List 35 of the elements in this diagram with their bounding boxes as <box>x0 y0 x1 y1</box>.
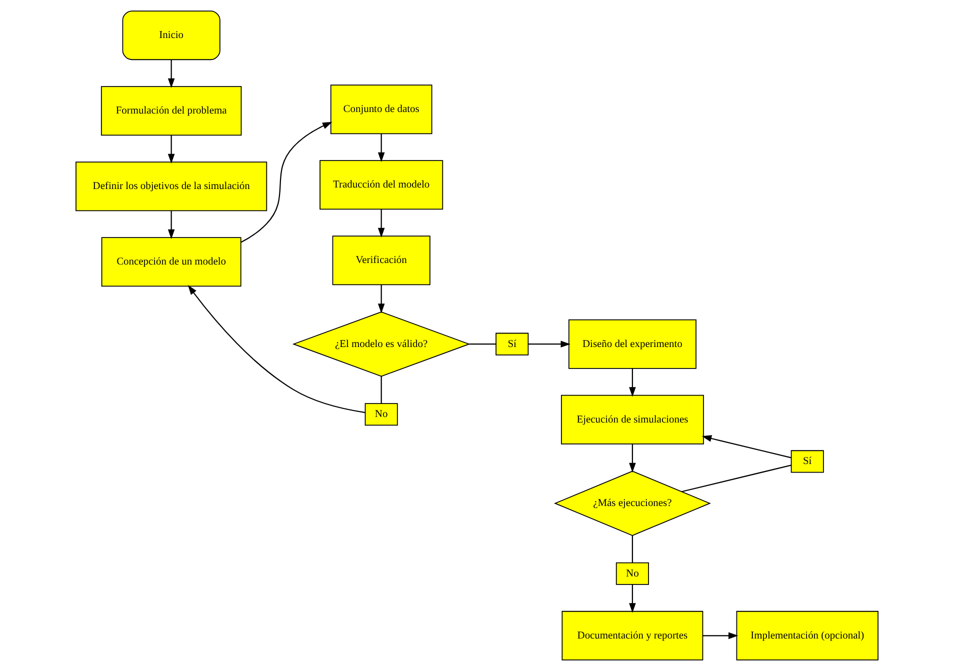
arrow <box>629 584 636 613</box>
arrow <box>378 284 385 314</box>
connector <box>469 344 496 345</box>
node-box: Diseño del experimento <box>568 319 696 369</box>
arrow <box>528 340 570 348</box>
node-box: Sí <box>496 332 529 356</box>
connector <box>380 376 382 404</box>
node-box: Sí <box>790 450 824 473</box>
node-box: Inicio <box>122 10 220 60</box>
arrow <box>188 284 366 414</box>
node-box: Documentación y reportes <box>562 610 704 660</box>
arrow <box>629 368 636 397</box>
arrow <box>240 122 332 243</box>
connector <box>682 464 792 492</box>
node-diamond: ¿Más ejecuciones? <box>554 470 711 536</box>
connector <box>632 536 633 563</box>
node-box: Implementación (opcional) <box>736 610 878 660</box>
arrow <box>702 632 738 640</box>
node-box: No <box>364 403 398 426</box>
node-box: Conjunto de datos <box>330 84 432 134</box>
arrow <box>168 135 175 164</box>
arrow <box>702 435 792 458</box>
node-box: Formulación del problema <box>100 86 242 136</box>
node-box: Definir los objetivos de la simulación <box>76 162 268 212</box>
arrow <box>168 60 175 88</box>
node-box: Concepción de un modelo <box>101 237 242 287</box>
node-box: No <box>616 562 649 585</box>
node-box: Traducción del modelo <box>320 160 444 210</box>
arrow <box>629 444 636 473</box>
node-box: Ejecución de simulaciones <box>560 394 704 444</box>
node-diamond: ¿El modelo es válido? <box>292 311 470 377</box>
arrow <box>168 210 175 240</box>
node-box: Verificación <box>332 236 430 286</box>
arrow <box>378 209 385 238</box>
arrow <box>378 134 385 162</box>
